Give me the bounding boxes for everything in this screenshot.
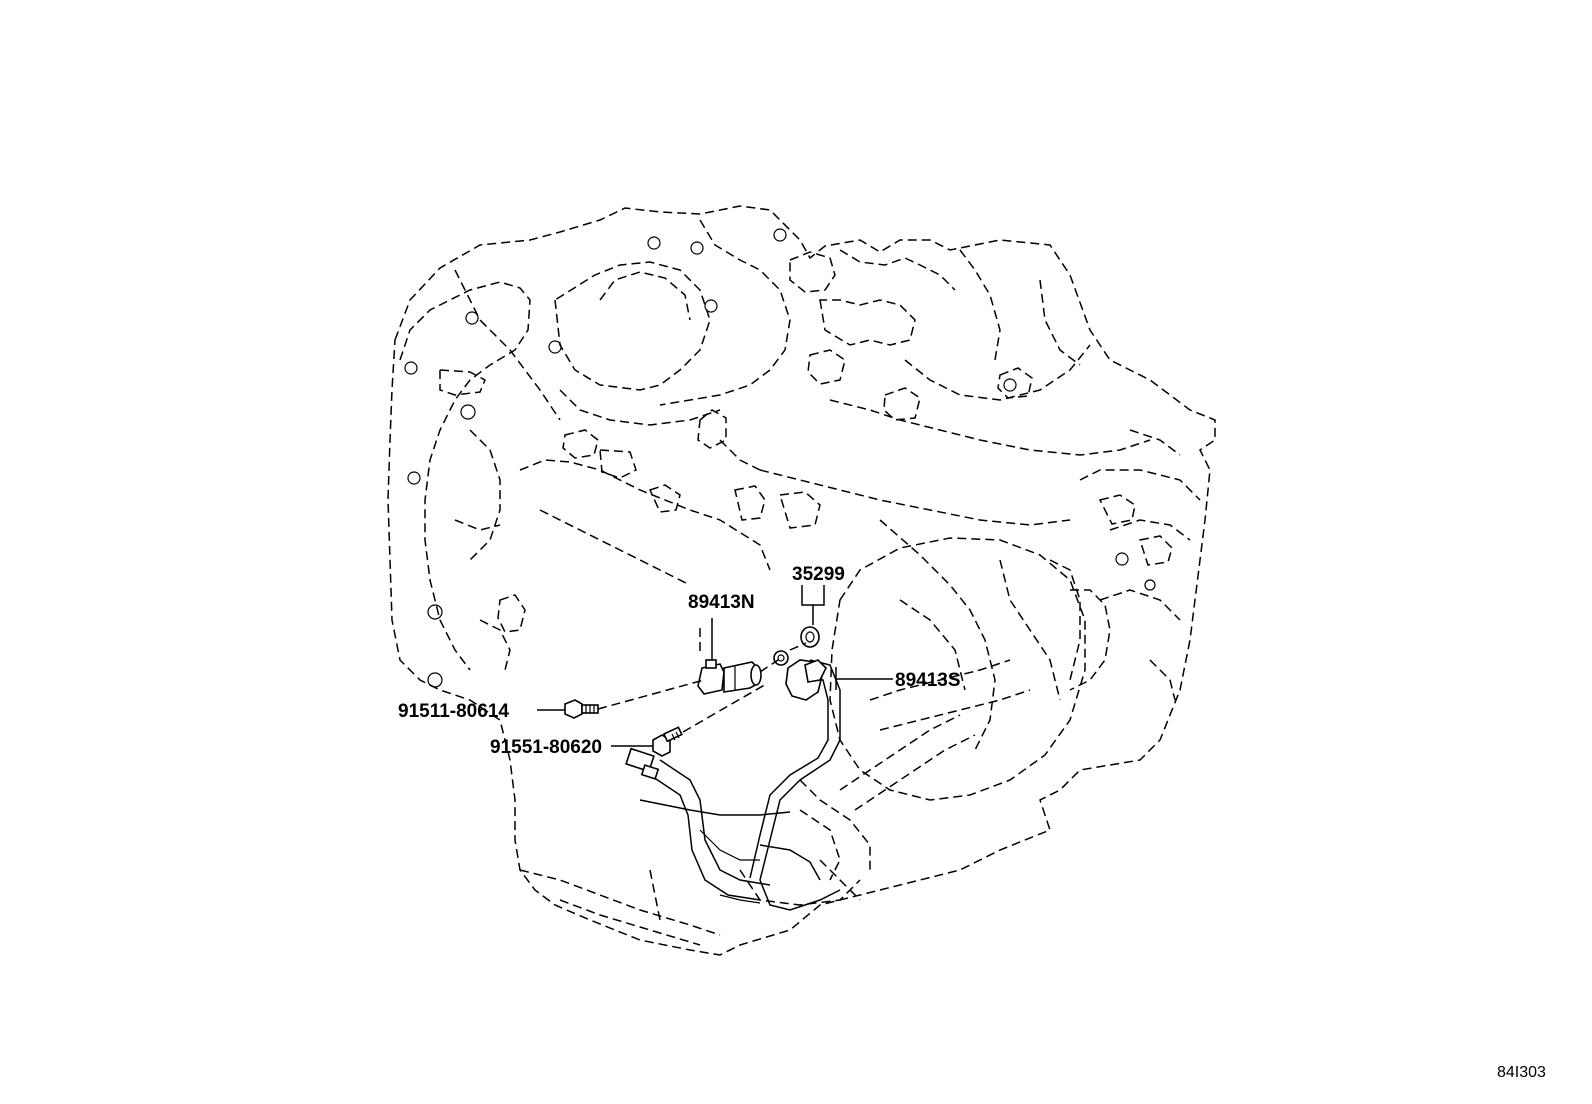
housing-bolt-holes	[404, 228, 1156, 688]
transaxle-housing-outline	[387, 205, 1216, 956]
o-ring-35299	[800, 626, 820, 648]
label-91511-80614: 91511-80614	[398, 701, 509, 722]
wiring-harness	[639, 659, 841, 911]
speed-sensor-89413s	[773, 650, 827, 701]
speed-sensor-89413n	[697, 659, 762, 695]
bolt-91511-80614	[564, 699, 599, 719]
leader-lines	[537, 585, 893, 747]
harness-connector	[625, 747, 660, 780]
bolt-91551-80620	[652, 726, 683, 757]
label-89413s: 89413S	[895, 670, 961, 691]
label-35299: 35299	[792, 564, 845, 585]
label-89413n: 89413N	[688, 592, 755, 613]
label-91551-80620: 91551-80620	[490, 737, 602, 758]
diagram-reference-code: 84I303	[1497, 1064, 1546, 1081]
